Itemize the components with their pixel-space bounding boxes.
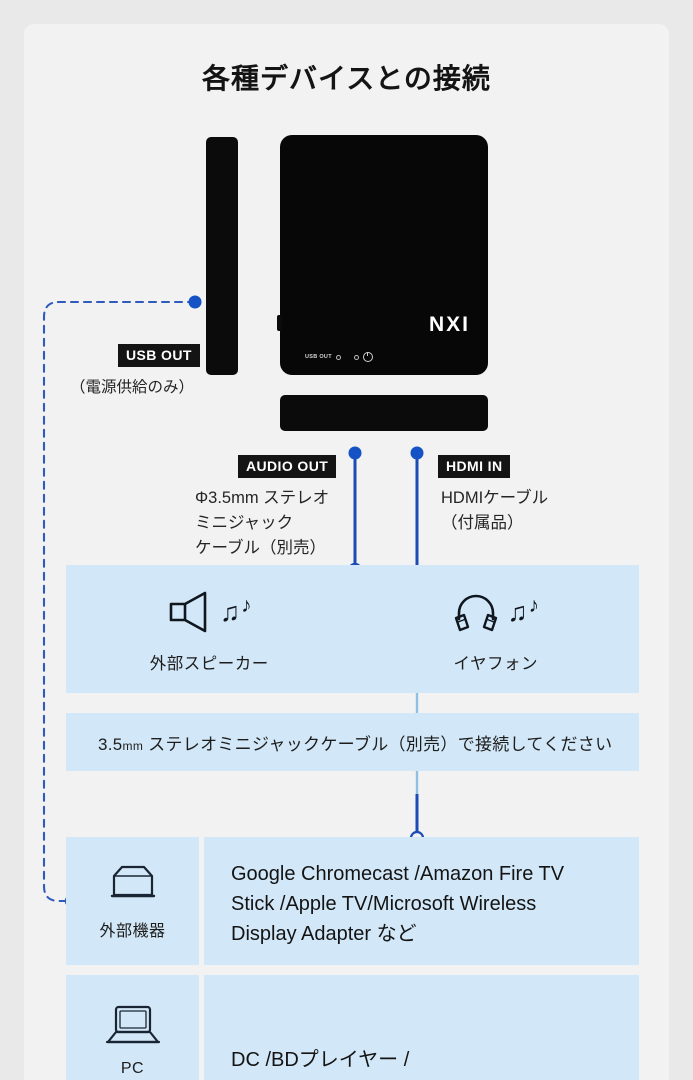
page-title: 各種デバイスとの接続 bbox=[202, 63, 491, 94]
led-indicator-icon bbox=[335, 354, 341, 360]
brand-logo: NXI bbox=[428, 313, 470, 336]
music-notes-icon: ♫♪ bbox=[507, 593, 540, 627]
pc-icon-cell: PC bbox=[66, 975, 199, 1080]
audio-device-earphone: ♫♪ イヤフォン bbox=[353, 565, 640, 693]
audio-device-speaker-label: 外部スピーカー bbox=[149, 655, 269, 673]
pc-text-cell: DC /BDプレイヤー / bbox=[204, 975, 639, 1080]
external-device-icon bbox=[110, 865, 155, 897]
audio-device-earphone-label: イヤフォン bbox=[453, 655, 538, 673]
usb-out-caption: （電源供給のみ） bbox=[70, 379, 195, 396]
external-device-icon-cell: 外部機器 bbox=[66, 837, 199, 965]
usb-out-tag: USB OUT bbox=[118, 344, 200, 367]
audio-out-caption: Φ3.5mm ステレオ ミニジャック ケーブル（別売） bbox=[195, 489, 330, 557]
external-device-label: 外部機器 bbox=[99, 922, 166, 940]
audio-devices-panel: ♫♪ 外部スピーカー ♫♪ イヤフォン bbox=[66, 565, 639, 693]
laptop-icon bbox=[105, 1005, 160, 1043]
pc-label: PC bbox=[120, 1059, 145, 1077]
device-port-markings: USB OUT bbox=[305, 352, 373, 362]
audio-note-prefix: 3.5 bbox=[98, 735, 123, 754]
audio-note-suffix: ステレオミニジャックケーブル（別売）で接続してください bbox=[143, 735, 613, 754]
device-usb-out-text: USB OUT bbox=[305, 354, 332, 360]
audio-note-unit: mm bbox=[122, 739, 144, 753]
device-bottom-view bbox=[280, 395, 488, 431]
hdmi-in-caption: HDMIケーブル （付属品） bbox=[441, 489, 549, 532]
hdmi-in-tag: HDMI IN bbox=[438, 455, 511, 478]
speaker-icon bbox=[169, 591, 207, 633]
device-notch bbox=[277, 315, 282, 331]
audio-note-text: 3.5mm ステレオミニジャックケーブル（別売）で接続してください bbox=[98, 730, 612, 755]
device-side-view bbox=[206, 137, 238, 375]
audio-out-tag: AUDIO OUT bbox=[238, 455, 337, 478]
external-device-text-cell: Google Chromecast /Amazon Fire TV Stick … bbox=[204, 837, 639, 965]
power-icon bbox=[362, 352, 373, 362]
device-main-body: NXI USB OUT bbox=[277, 135, 488, 375]
pc-text: DC /BDプレイヤー / bbox=[231, 1049, 410, 1071]
infographic-page: 各種デバイスとの接続 NXI USB OUT USB OUT （電源供給のみ） bbox=[24, 24, 669, 1080]
audio-device-speaker: ♫♪ 外部スピーカー bbox=[66, 565, 353, 693]
audio-note-panel: 3.5mm ステレオミニジャックケーブル（別売）で接続してください bbox=[66, 713, 639, 771]
headphones-icon bbox=[455, 594, 498, 632]
external-device-text: Google Chromecast /Amazon Fire TV Stick … bbox=[231, 863, 565, 945]
led-indicator-icon bbox=[353, 354, 359, 360]
music-notes-icon: ♫♪ bbox=[219, 593, 252, 627]
